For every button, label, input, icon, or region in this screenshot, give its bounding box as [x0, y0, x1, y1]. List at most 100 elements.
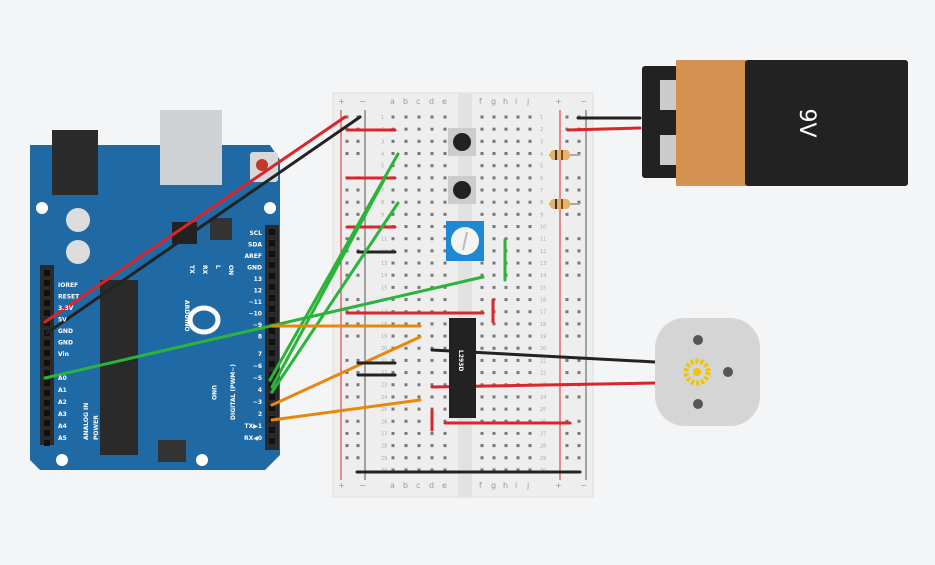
breadboard-hole[interactable]	[516, 407, 520, 411]
breadboard-hole[interactable]	[516, 346, 520, 350]
breadboard-hole[interactable]	[391, 468, 395, 472]
breadboard-hole[interactable]	[443, 285, 447, 289]
breadboard-hole[interactable]	[504, 188, 508, 192]
breadboard-hole[interactable]	[516, 371, 520, 375]
breadboard-hole[interactable]	[516, 225, 520, 229]
breadboard-hole[interactable]	[404, 358, 408, 362]
breadboard-hole[interactable]	[492, 285, 496, 289]
breadboard-hole[interactable]	[492, 249, 496, 253]
rail-hole[interactable]	[565, 334, 569, 338]
breadboard-hole[interactable]	[492, 456, 496, 460]
breadboard-hole[interactable]	[480, 419, 484, 423]
breadboard-hole[interactable]	[492, 237, 496, 241]
breadboard-hole[interactable]	[430, 456, 434, 460]
breadboard-hole[interactable]	[443, 176, 447, 180]
breadboard-hole[interactable]	[404, 139, 408, 143]
rail-hole[interactable]	[345, 371, 349, 375]
breadboard-hole[interactable]	[417, 285, 421, 289]
breadboard-hole[interactable]	[417, 152, 421, 156]
breadboard-hole[interactable]	[443, 334, 447, 338]
rail-hole[interactable]	[565, 444, 569, 448]
breadboard-hole[interactable]	[516, 164, 520, 168]
breadboard-hole[interactable]	[528, 322, 532, 326]
breadboard-hole[interactable]	[430, 139, 434, 143]
breadboard-hole[interactable]	[528, 212, 532, 216]
arduino-uno[interactable]	[30, 110, 280, 470]
rail-hole[interactable]	[565, 139, 569, 143]
breadboard-hole[interactable]	[528, 285, 532, 289]
breadboard-hole[interactable]	[443, 395, 447, 399]
breadboard-hole[interactable]	[417, 139, 421, 143]
breadboard-hole[interactable]	[417, 237, 421, 241]
breadboard-hole[interactable]	[528, 225, 532, 229]
breadboard-hole[interactable]	[404, 212, 408, 216]
breadboard-hole[interactable]	[492, 139, 496, 143]
breadboard-hole[interactable]	[480, 152, 484, 156]
breadboard-hole[interactable]	[391, 395, 395, 399]
breadboard-hole[interactable]	[516, 152, 520, 156]
rail-hole[interactable]	[345, 444, 349, 448]
red-wire[interactable]	[566, 126, 642, 132]
breadboard-hole[interactable]	[528, 419, 532, 423]
breadboard-hole[interactable]	[504, 419, 508, 423]
breadboard-hole[interactable]	[417, 346, 421, 350]
breadboard-hole[interactable]	[404, 371, 408, 375]
breadboard-hole[interactable]	[404, 322, 408, 326]
rail-hole[interactable]	[356, 431, 360, 435]
breadboard-hole[interactable]	[443, 456, 447, 460]
breadboard-hole[interactable]	[391, 383, 395, 387]
breadboard-hole[interactable]	[404, 127, 408, 131]
rail-hole[interactable]	[565, 249, 569, 253]
rail-hole[interactable]	[356, 444, 360, 448]
breadboard-hole[interactable]	[480, 395, 484, 399]
breadboard-hole[interactable]	[417, 371, 421, 375]
breadboard-hole[interactable]	[516, 298, 520, 302]
rail-hole[interactable]	[577, 200, 581, 204]
rail-hole[interactable]	[565, 322, 569, 326]
breadboard-hole[interactable]	[417, 468, 421, 472]
rail-hole[interactable]	[356, 419, 360, 423]
potentiometer[interactable]	[446, 221, 484, 261]
rail-hole[interactable]	[577, 322, 581, 326]
rail-hole[interactable]	[577, 456, 581, 460]
breadboard-hole[interactable]	[528, 371, 532, 375]
breadboard-hole[interactable]	[504, 456, 508, 460]
breadboard-hole[interactable]	[528, 164, 532, 168]
breadboard-hole[interactable]	[404, 237, 408, 241]
green-wire[interactable]	[270, 178, 386, 389]
breadboard-hole[interactable]	[404, 431, 408, 435]
rail-hole[interactable]	[345, 395, 349, 399]
breadboard-hole[interactable]	[504, 310, 508, 314]
breadboard-hole[interactable]	[404, 200, 408, 204]
breadboard-hole[interactable]	[492, 152, 496, 156]
rail-hole[interactable]	[356, 322, 360, 326]
breadboard-hole[interactable]	[516, 139, 520, 143]
breadboard-hole[interactable]	[443, 358, 447, 362]
breadboard-hole[interactable]	[504, 176, 508, 180]
rail-hole[interactable]	[345, 152, 349, 156]
breadboard-hole[interactable]	[417, 419, 421, 423]
breadboard-hole[interactable]	[417, 176, 421, 180]
breadboard-hole[interactable]	[417, 298, 421, 302]
breadboard-hole[interactable]	[417, 456, 421, 460]
breadboard-hole[interactable]	[430, 431, 434, 435]
breadboard-hole[interactable]	[528, 127, 532, 131]
breadboard-hole[interactable]	[404, 285, 408, 289]
breadboard-hole[interactable]	[430, 212, 434, 216]
resistor-2[interactable]	[549, 199, 580, 209]
breadboard-hole[interactable]	[430, 249, 434, 253]
green-wire[interactable]	[43, 275, 485, 380]
breadboard-hole[interactable]	[404, 407, 408, 411]
breadboard-hole[interactable]	[417, 200, 421, 204]
breadboard-hole[interactable]	[528, 456, 532, 460]
rail-hole[interactable]	[565, 273, 569, 277]
breadboard-hole[interactable]	[430, 346, 434, 350]
breadboard-hole[interactable]	[443, 444, 447, 448]
breadboard-hole[interactable]	[404, 456, 408, 460]
breadboard-hole[interactable]	[504, 431, 508, 435]
breadboard-hole[interactable]	[480, 200, 484, 204]
breadboard-hole[interactable]	[404, 188, 408, 192]
breadboard-hole[interactable]	[504, 371, 508, 375]
breadboard-hole[interactable]	[443, 127, 447, 131]
